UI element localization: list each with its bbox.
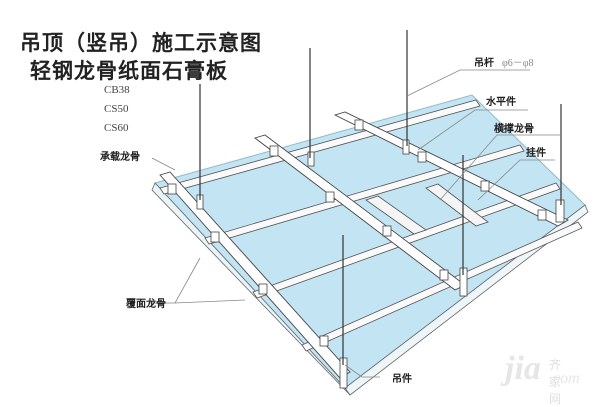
label-main-keel: 承载龙骨 <box>100 152 140 163</box>
label-cross-brace-keel: 横撑龙骨 <box>494 124 534 135</box>
hook-clips <box>167 119 547 347</box>
hangers <box>196 139 565 389</box>
watermark-com: .com <box>549 370 580 387</box>
spec-cs50: CS50 <box>104 103 129 115</box>
hanging-rods <box>199 30 562 365</box>
main-keels <box>159 111 569 379</box>
label-hanging-rod-text: 吊杆 <box>474 58 494 69</box>
label-cover-keel: 覆面龙骨 <box>126 299 166 310</box>
label-hanger: 吊件 <box>392 374 412 385</box>
leader-lines <box>148 69 560 378</box>
diagram-title: 吊顶（竖吊）施工示意图 <box>20 30 262 55</box>
label-horizontal-piece: 水平件 <box>486 97 516 108</box>
spec-cs60: CS60 <box>104 122 129 134</box>
diagram-subtitle: 轻钢龙骨纸面石膏板 <box>30 58 228 83</box>
label-hook-piece: 挂件 <box>526 148 546 159</box>
label-hanging-rod: 吊杆 φ6－φ8 <box>474 54 534 69</box>
label-hanging-rod-spec: φ6－φ8 <box>502 58 534 69</box>
watermark: jia 齐家网 .com <box>505 350 580 406</box>
cross-brace-keels <box>365 183 489 235</box>
spec-cb38: CB38 <box>104 84 130 96</box>
watermark-logo: jia <box>505 350 541 387</box>
